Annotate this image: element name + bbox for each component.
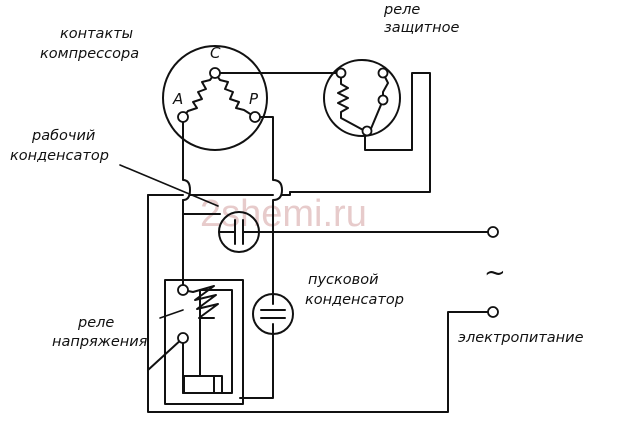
wire-start-cap-down xyxy=(239,323,274,399)
label-run-capacitor-2: конденсатор xyxy=(10,148,109,164)
protective-relay-terminal-4 xyxy=(361,125,373,137)
wire-relay-return xyxy=(289,72,431,193)
label-voltage-relay-2: напряжения xyxy=(52,334,148,350)
power-terminal-2 xyxy=(487,306,499,318)
protective-relay xyxy=(323,59,401,137)
pin-label-run: P xyxy=(249,90,259,108)
wire-left-rail-power-2 xyxy=(147,194,491,413)
contact-start xyxy=(177,111,189,123)
pin-label-common: C xyxy=(210,44,221,62)
label-voltage-relay-1: реле xyxy=(77,315,114,331)
voltage-relay-terminal-top xyxy=(177,284,189,296)
winding-start xyxy=(182,72,216,118)
start-capacitor-housing xyxy=(252,293,294,335)
run-capacitor-plates xyxy=(219,219,259,245)
winding-run xyxy=(214,72,256,118)
label-run-capacitor-1: рабочий xyxy=(31,128,95,144)
label-start-capacitor-2: конденсатор xyxy=(305,292,404,308)
start-capacitor-plates xyxy=(260,309,286,319)
voltage-relay-core xyxy=(182,289,233,394)
wiring xyxy=(119,72,491,413)
voltage-relay-terminal-bottom xyxy=(177,332,189,344)
label-protective-relay-1: реле xyxy=(383,2,420,18)
protective-relay-terminal-2 xyxy=(377,67,389,79)
protective-relay-terminal-1 xyxy=(335,67,347,79)
pin-label-start: A xyxy=(172,90,183,108)
wire-run-cap-left xyxy=(182,199,221,215)
wire-a-contact xyxy=(182,116,191,241)
start-capacitor xyxy=(252,293,294,335)
label-start-capacitor-1: пусковой xyxy=(308,272,379,288)
leader-voltage-relay xyxy=(159,309,184,319)
compressor-housing xyxy=(162,45,268,151)
label-protective-relay-2: защитное xyxy=(384,20,459,36)
label-compressor-contacts-2: компрессора xyxy=(40,46,139,62)
protective-relay-terminal-3 xyxy=(377,94,389,106)
label-compressor-contacts-1: контакты xyxy=(60,26,133,42)
run-capacitor xyxy=(218,211,260,253)
wire-right-top xyxy=(281,191,291,196)
contact-common xyxy=(209,67,221,79)
voltage-relay-contact-block xyxy=(183,375,215,394)
power-terminals: ~ xyxy=(484,226,506,318)
voltage-relay-housing xyxy=(164,279,244,405)
watermark: 2shemi.ru xyxy=(200,193,367,235)
leader-run-capacitor xyxy=(119,164,219,207)
voltage-relay xyxy=(164,239,244,405)
wire-p-contact xyxy=(254,116,283,233)
protective-relay-housing xyxy=(323,59,401,137)
contact-run xyxy=(249,111,261,123)
label-power-supply: электропитание xyxy=(458,330,584,346)
protective-relay-contact xyxy=(369,72,389,132)
protective-relay-heater xyxy=(337,72,366,132)
compressor: C A P xyxy=(162,44,268,151)
ac-symbol: ~ xyxy=(484,258,506,288)
power-terminal-1 xyxy=(487,226,499,238)
